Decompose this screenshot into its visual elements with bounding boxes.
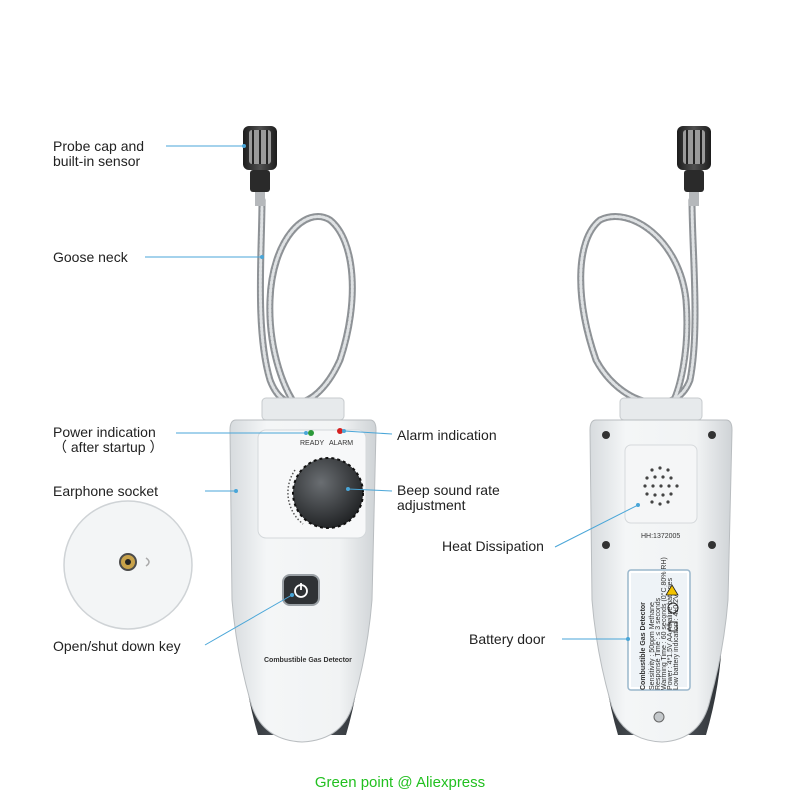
label-beep-rate-line1: Beep sound rate [397, 482, 500, 498]
label-heat-dissipation: Heat Dissipation [442, 538, 544, 554]
ready-led [308, 430, 314, 436]
front-device: READY ALARM Combustible Gas Detector [229, 126, 377, 743]
label-battery-door: Battery door [469, 631, 546, 647]
back-label-line-1: Sensitivity : 50ppm Methane [649, 602, 656, 690]
recycle-bin-icon [668, 621, 678, 632]
back-label-line-3: Warming Time : 60 seconds (0°C 80% RH) [660, 557, 668, 690]
label-power-indication: Power indication （ after startup ） [53, 425, 163, 455]
earphone-inset [63, 500, 193, 630]
alarm-text: ALARM [329, 440, 353, 447]
goose-neck-back [577, 196, 699, 414]
label-probe-cap-line2: built-in sensor [53, 153, 141, 169]
label-probe-cap: Probe cap and built-in sensor [53, 139, 144, 169]
heat-dissipation-grille [643, 466, 679, 506]
label-open-shut-key: Open/shut down key [53, 638, 181, 654]
alarm-led [337, 428, 343, 434]
back-label-line-4: Power : 4*1.5V AA Alkaline batteries [667, 577, 674, 690]
label-goose-neck: Goose neck [53, 249, 128, 265]
front-product-name: Combustible Gas Detector [264, 657, 352, 664]
power-button[interactable] [282, 574, 320, 606]
label-earphone-socket: Earphone socket [53, 483, 159, 499]
ready-text: READY [300, 440, 324, 447]
callout-lines [145, 145, 639, 646]
probe-cap-back [677, 126, 711, 206]
battery-door: Combustible Gas Detector Sensitivity : 5… [627, 557, 691, 691]
warning-icon [665, 584, 679, 596]
label-beep-rate-line2: adjustment [397, 497, 466, 513]
ce-mark-icon [667, 602, 679, 614]
beep-rate-knob[interactable] [293, 458, 363, 528]
battery-screw [653, 711, 665, 723]
label-probe-cap-line1: Probe cap and [53, 138, 145, 154]
back-device: HH:1372005 Combustible Gas Detector Sens… [577, 126, 733, 743]
label-power-indication-line1: Power indication [53, 424, 156, 440]
probe-cap-front [243, 126, 277, 206]
label-beep-rate: Beep sound rate adjustment [397, 483, 500, 513]
back-label-line-5: Low battery indication : 4±0.2V [673, 594, 680, 690]
watermark-footer: Green point @ Aliexpress [314, 774, 486, 791]
serial-number: HH:1372005 [641, 533, 680, 540]
label-alarm-indication: Alarm indication [397, 427, 497, 443]
back-label-line-2: Response Time : ≤ 3 seconds [655, 597, 662, 690]
back-label-title: Combustible Gas Detector [640, 602, 647, 690]
label-power-indication-line2: （ after startup ） [53, 439, 164, 455]
